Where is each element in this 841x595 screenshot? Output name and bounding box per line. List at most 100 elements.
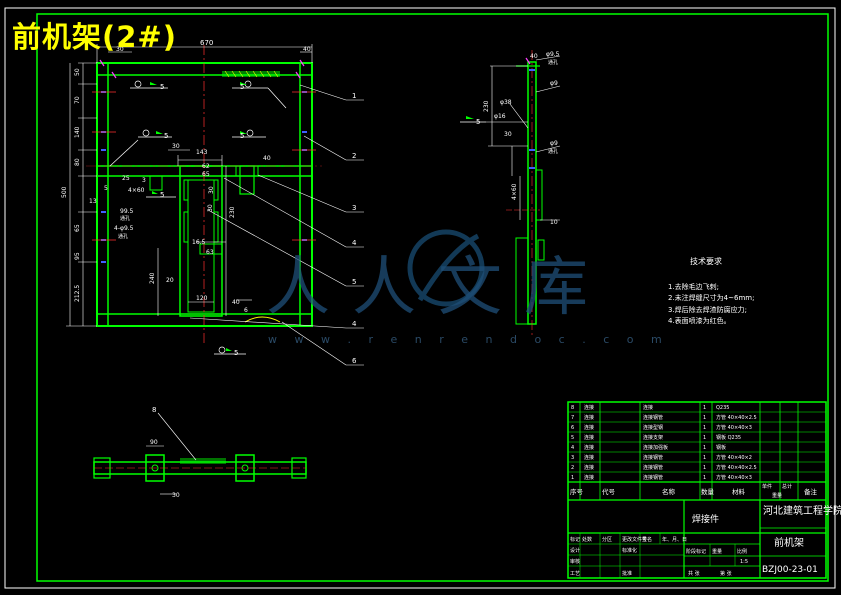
bom-cell-code: 连接 [584, 464, 594, 471]
dim-left-500: 500 [61, 186, 68, 198]
bom-cell-material: 方管 40×40×2.5 [716, 414, 757, 421]
dim-left-80: 80 [74, 158, 81, 166]
bom-cell-material: 方管 40×40×3 [716, 424, 752, 431]
tb-sheet-no: 第 张 [720, 570, 732, 577]
bom-header-material: 材料 [732, 487, 746, 496]
bom-cell-qty: 1 [703, 465, 706, 471]
part-type: 焊接件 [692, 513, 719, 525]
dim-16-5: 16.5 [192, 239, 206, 246]
tb-zone: 分区 [602, 536, 612, 543]
side-dim-phi9b: φ9 [550, 140, 558, 147]
bom-cell-code: 连接 [584, 444, 594, 451]
dim-65: 65 [202, 171, 210, 178]
bom-cell-qty: 1 [703, 425, 706, 431]
side-weld-label: 5 [476, 118, 480, 126]
tb-sheets-total: 共 张 [688, 570, 700, 577]
dim-left-65: 65 [74, 224, 81, 232]
tech-item-2: 2.未注焊缝尺寸为4~6mm; [668, 294, 755, 302]
tb-approve: 批准 [622, 570, 632, 577]
tb-sign: 签名 [642, 536, 652, 543]
tech-item-3: 3.焊后除去焊渣防腐应力; [668, 305, 748, 314]
balloon-3: 3 [352, 204, 356, 212]
balloon-5: 5 [352, 278, 356, 286]
bom-header-code: 代号 [602, 487, 616, 496]
side-dim-phi9-5: φ9.5 [546, 51, 560, 58]
bom-cell-name: 连接加强板 [643, 444, 668, 451]
bom-cell-code: 连接 [584, 414, 594, 421]
bottom-dim-90: 90 [150, 439, 158, 446]
bom-cell-no: 3 [571, 455, 574, 461]
side-dim-phi16: φ16 [494, 113, 506, 120]
side-dim-phi38: φ38 [500, 99, 512, 106]
side-dim-230: 230 [483, 100, 490, 112]
dim-40b: 40 [232, 299, 240, 306]
side-dim-30: 30 [504, 131, 512, 138]
dim-3: 3 [142, 177, 146, 184]
side-view: 40 φ9.5 通孔 230 φ9 φ38 φ16 φ9 通孔 30 4×60 … [460, 50, 561, 335]
balloon-6: 6 [352, 357, 357, 365]
bom-cell-no: 8 [571, 405, 574, 411]
tb-review: 审核 [570, 558, 580, 565]
bom-cell-code: 连接 [584, 454, 594, 461]
bom-header-qty: 数量 [701, 487, 715, 496]
tb-count: 处数 [582, 536, 592, 543]
bom-cell-no: 5 [571, 435, 574, 441]
tb-design: 设计 [570, 547, 580, 554]
bom-header-note: 备注 [804, 487, 818, 496]
bom-cell-qty: 1 [703, 455, 706, 461]
dim-240: 240 [149, 272, 156, 284]
side-dim-via2: 通孔 [548, 148, 558, 155]
dim-top-total: 670 [200, 39, 213, 47]
title-block-text: 河北建筑工程学院 焊接件 前机架 BZJ00-23-01 标记 处数 分区 更改… [570, 504, 841, 577]
weld-label-3: 5 [164, 132, 168, 140]
dim-40: 40 [263, 155, 271, 162]
dim-63: 63 [206, 249, 214, 256]
dim-left-140: 140 [74, 126, 81, 138]
tb-weight: 重量 [712, 548, 722, 555]
bom-cell-code: 连接 [584, 474, 594, 481]
bottom-balloon-8: 8 [152, 406, 156, 414]
bom-table [567, 401, 827, 579]
dim-30c: 30 [207, 204, 214, 212]
watermark-logo [407, 229, 485, 307]
dim-230: 230 [229, 206, 236, 218]
dim-left-50: 50 [74, 68, 81, 76]
bom-cell-name: 连接支架 [643, 434, 663, 441]
dim-99-5: 99.5 [120, 208, 134, 215]
bom-cell-code: 连接 [584, 404, 594, 411]
bom-cell-name: 连接型钢 [643, 424, 663, 431]
balloon-1: 1 [352, 92, 356, 100]
balloon-4b: 4 [352, 320, 357, 328]
part-name: 前机架 [774, 536, 804, 549]
bom-cell-name: 连接钢管 [643, 474, 663, 481]
tech-item-4: 4.表面喷漆为红色。 [668, 317, 731, 325]
dim-top-left: 30 [116, 46, 124, 53]
weld-label-6: 5 [234, 349, 238, 357]
bom-cell-name: 连接钢管 [643, 454, 663, 461]
dim-left-13: 13 [89, 198, 97, 205]
outer-border [4, 7, 836, 589]
bom-header-name: 名称 [662, 487, 676, 496]
bom-cell-qty: 1 [703, 435, 706, 441]
bom-cell-material: Q235 [716, 405, 729, 411]
side-dim-phi9: φ9 [550, 80, 558, 87]
bom-cell-name: 连接 [643, 404, 653, 411]
bom-cell-material: 方管 40×40×2.5 [716, 464, 757, 471]
tech-requirements-title: 技术要求 [690, 257, 722, 266]
bom-header-unit-wt: 单件 [762, 483, 772, 490]
bottom-view: 90 30 8 [93, 406, 307, 499]
dim-20: 20 [166, 277, 174, 284]
dim-top-right: 40 [303, 46, 311, 53]
side-dim-4x60: 4×60 [511, 183, 518, 200]
balloon-2: 2 [352, 152, 356, 160]
bom-cell-name: 连接钢管 [643, 464, 663, 471]
dim-left-212-5: 212.5 [74, 285, 81, 302]
dim-left-70: 70 [74, 96, 81, 104]
dim-4-phi9-5: 4-φ9.5 [114, 225, 134, 232]
weld-label-5: 5 [160, 191, 164, 199]
bom-cell-qty: 1 [703, 445, 706, 451]
dim-via: 通孔 [120, 215, 130, 222]
